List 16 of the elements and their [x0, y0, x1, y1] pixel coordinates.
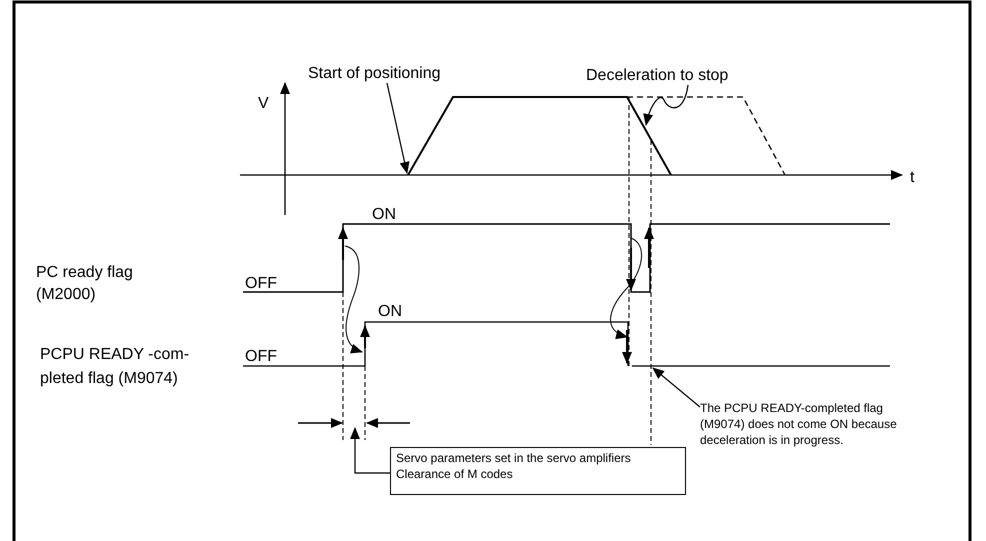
axis-label: V: [258, 94, 269, 113]
note-text: The PCPU READY-completed flag (M9074) does not come ON because deceleration is in progress.: [700, 400, 900, 448]
state-label: OFF: [245, 274, 277, 293]
leader-line: [386, 82, 410, 174]
leader-line: [350, 427, 390, 474]
state-label: ON: [378, 302, 402, 321]
leader-line: [644, 84, 689, 126]
axis-label: t: [910, 168, 914, 187]
callout-text: Deceleration to stop: [586, 66, 728, 85]
state-label: ON: [372, 205, 396, 224]
callout-text: Start of positioning: [308, 64, 441, 83]
note-box: Servo parameters set in the servo amplifiers Clearance of M codes: [390, 447, 686, 495]
leader-line: [652, 367, 700, 408]
signal-name: PC ready flag (M2000): [36, 263, 134, 305]
state-label: OFF: [245, 347, 277, 366]
signal-name: PCPU READY -com- pleted flag (M9074): [40, 345, 190, 389]
